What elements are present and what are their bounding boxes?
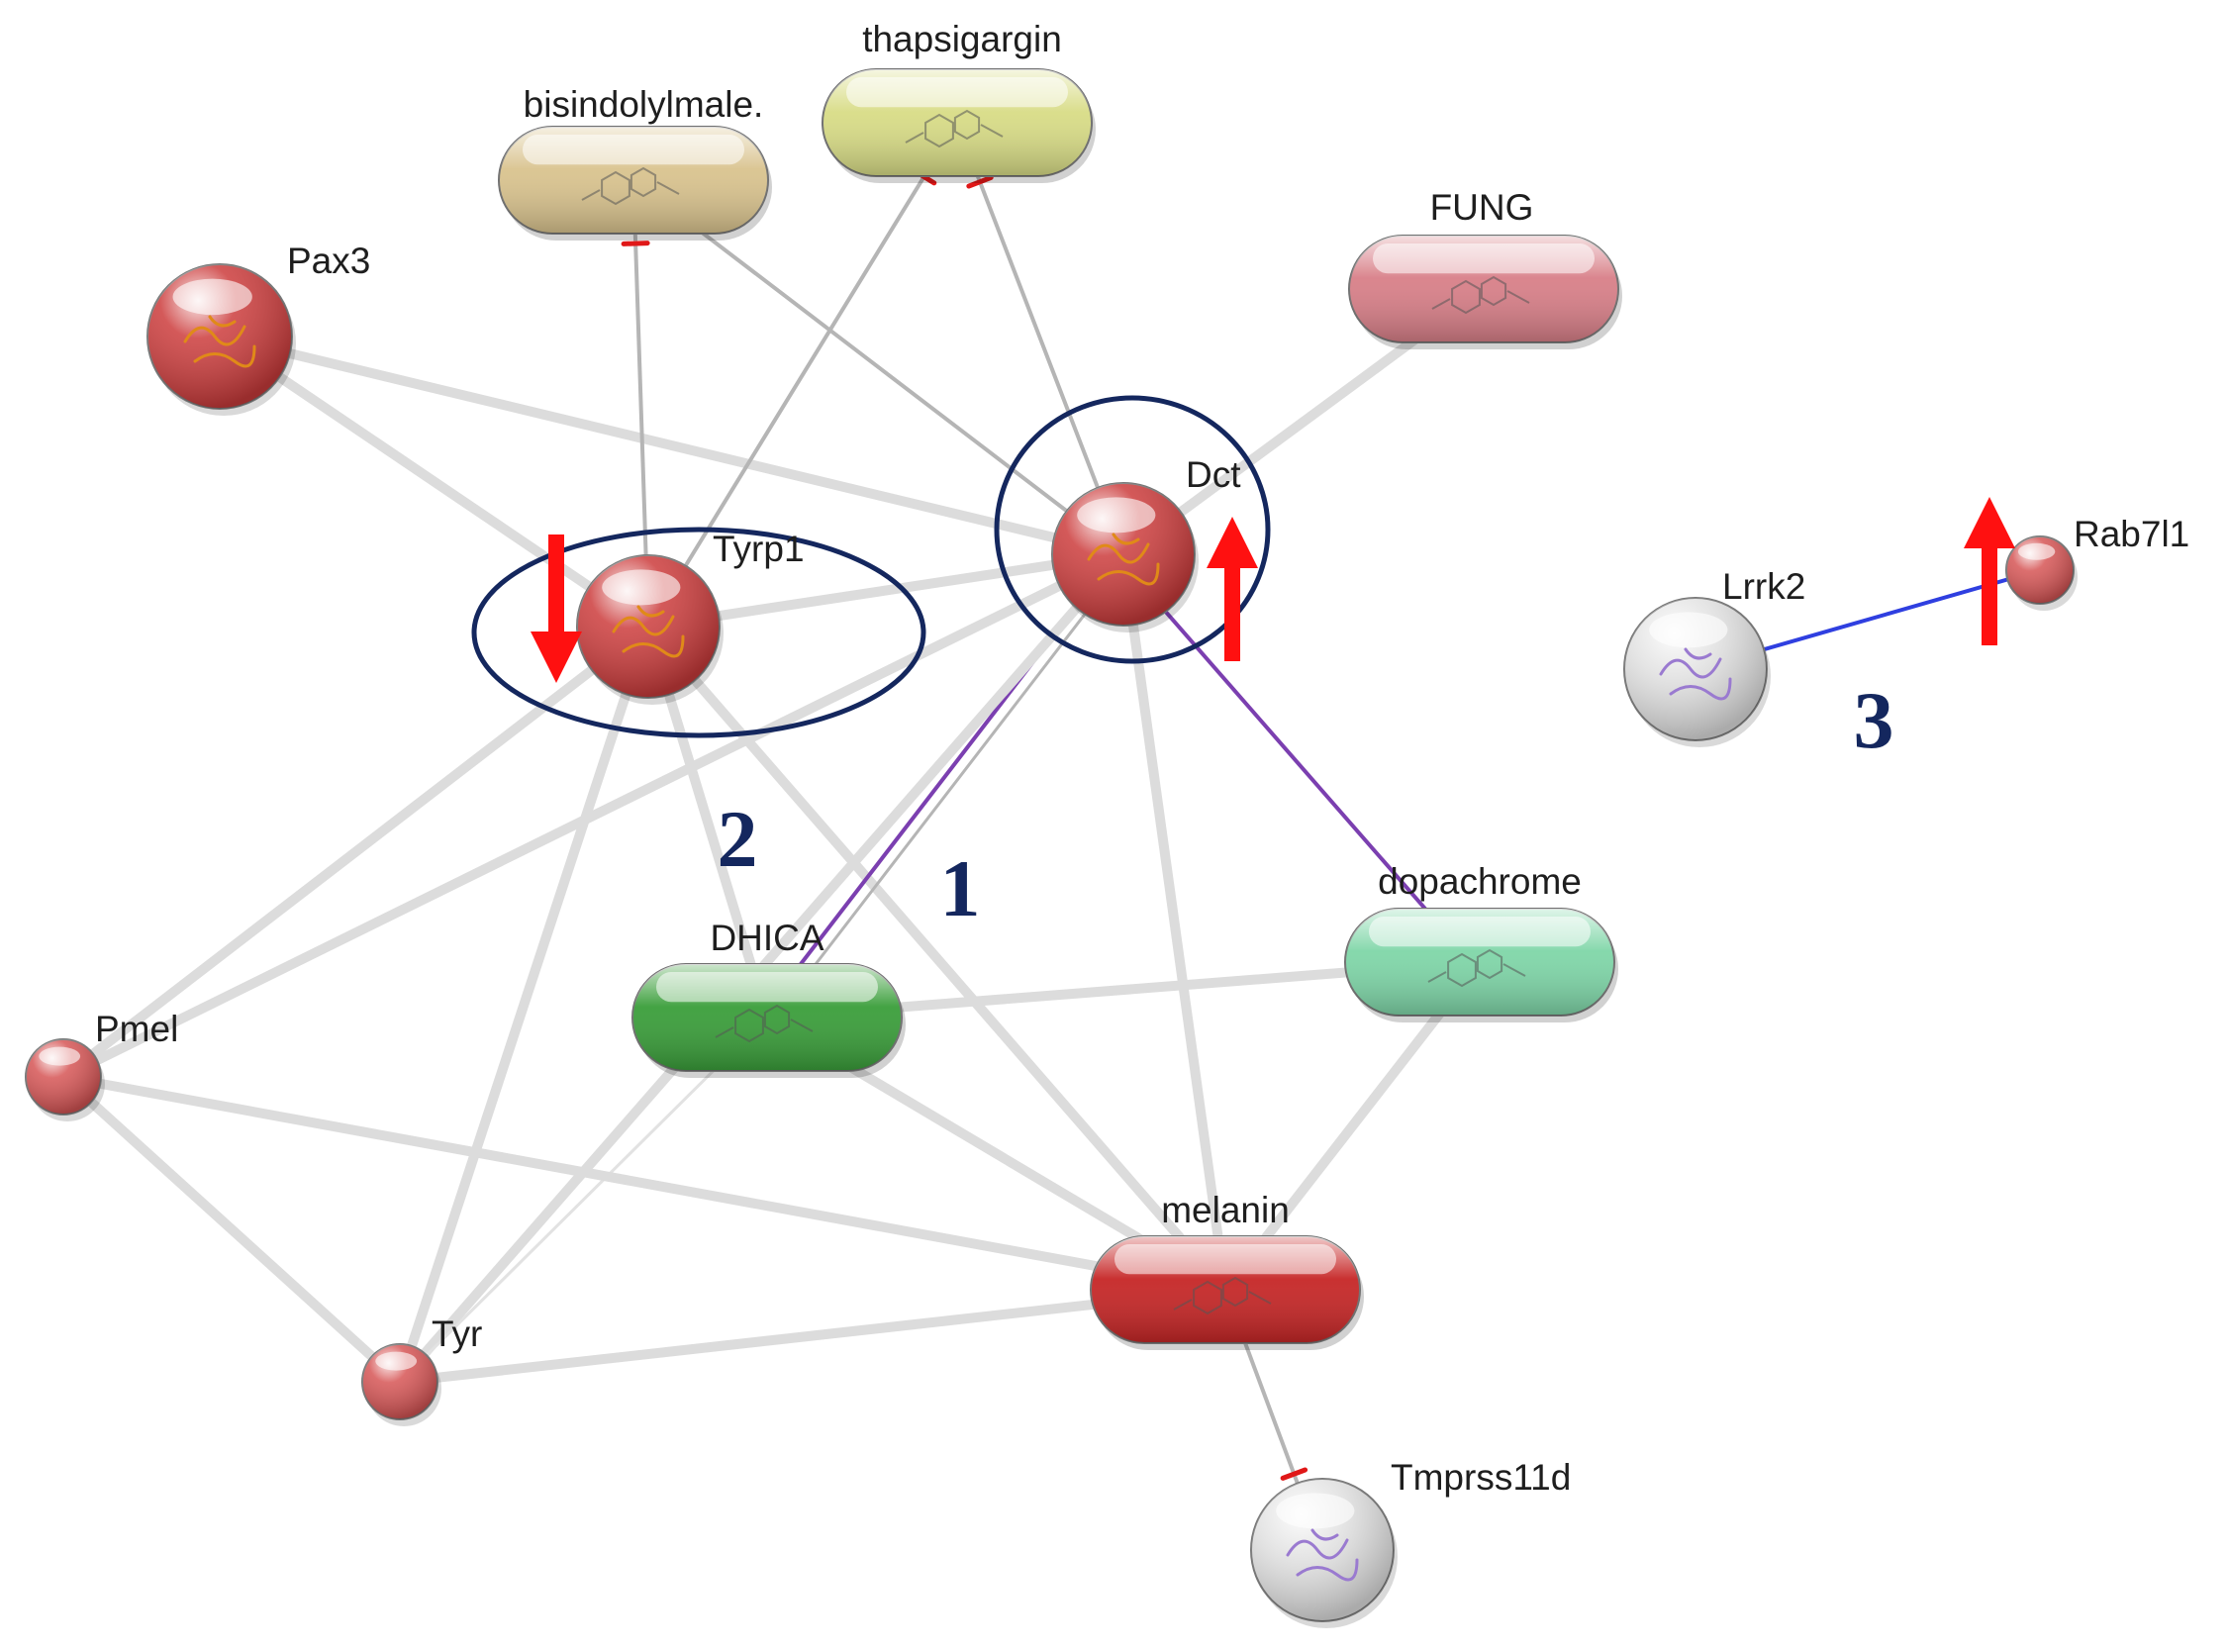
node-rab7l1[interactable]: Rab7l1	[2005, 514, 2189, 611]
cluster-label-2: 2	[718, 794, 758, 884]
node-label-tyr: Tyr	[432, 1313, 482, 1354]
edge-tyr-melanin	[395, 1285, 1230, 1387]
node-tmprss11d[interactable]: Tmprss11d	[1250, 1457, 1571, 1628]
node-tyrp1[interactable]: Tyrp1	[576, 529, 805, 705]
up-arrow-icon-rab7l1	[1964, 497, 2015, 645]
node-label-dct: Dct	[1186, 454, 1241, 495]
edge-pax3-dct	[215, 332, 1128, 559]
edge-dct-pmel	[58, 549, 1128, 1082]
node-lrrk2[interactable]: Lrrk2	[1623, 566, 1805, 747]
highlight-ellipse-dct	[994, 395, 1271, 664]
inhibition-bar	[621, 241, 650, 246]
arrows-layer	[531, 497, 2015, 683]
node-label-lrrk2: Lrrk2	[1722, 566, 1805, 607]
edge-dopachrome-melanin	[1220, 957, 1485, 1295]
edge-dct-dopachrome	[1116, 555, 1478, 968]
node-pmel[interactable]: Pmel	[25, 1009, 178, 1121]
node-label-pax3: Pax3	[287, 241, 370, 281]
molecule-structure-icon	[715, 1004, 814, 1043]
node-fung[interactable]: FUNG	[1348, 187, 1622, 349]
down-arrow-icon-tyrp1	[531, 534, 582, 683]
edge-pax3-tyrp1	[215, 332, 653, 632]
node-label-tyrp1: Tyrp1	[713, 529, 805, 569]
inhibition-bar	[1280, 1467, 1308, 1481]
node-dopachrome[interactable]: dopachrome	[1344, 861, 1618, 1022]
node-label-thapsigargin: thapsigargin	[862, 19, 1062, 59]
edges-layer	[58, 121, 2042, 1552]
edge-tyrp1-melanin	[643, 622, 1230, 1295]
protein-structure-icon	[612, 605, 685, 658]
highlight-ellipse-tyrp1	[471, 527, 926, 738]
protein-structure-icon	[183, 315, 256, 368]
edge-tyrp1-pmel	[58, 622, 653, 1082]
node-bisindolylmale[interactable]: bisindolylmale.	[498, 84, 772, 241]
node-label-dopachrome: dopachrome	[1378, 861, 1582, 902]
molecule-structure-icon	[905, 109, 1004, 148]
edge-dct-melanin	[1118, 549, 1230, 1295]
edge-pmel-tyr	[58, 1072, 405, 1387]
molecule-structure-icon	[1427, 948, 1526, 988]
molecule-structure-icon	[581, 166, 680, 206]
node-label-fung: FUNG	[1430, 187, 1534, 228]
protein-structure-icon	[1659, 647, 1732, 701]
edge-dct-thapsigargin	[955, 121, 1125, 556]
molecule-structure-icon	[1173, 1276, 1272, 1315]
edge-pmel-melanin	[58, 1072, 1230, 1295]
node-dhica[interactable]: DHICA	[631, 918, 906, 1078]
protein-structure-icon	[1087, 533, 1160, 586]
inhibition-bar	[966, 174, 994, 189]
node-label-melanin: melanin	[1161, 1190, 1290, 1230]
edge-tyrp1-bisindolylmale	[621, 178, 650, 629]
molecule-structure-icon	[1431, 275, 1530, 315]
edge-dhica-tyr	[398, 1016, 769, 1384]
up-arrow-icon-dct	[1207, 517, 1258, 661]
node-label-pmel: Pmel	[95, 1009, 178, 1049]
protein-structure-icon	[1286, 1528, 1359, 1582]
node-pax3[interactable]: Pax3	[146, 241, 370, 416]
node-label-tmprss11d: Tmprss11d	[1391, 1457, 1571, 1498]
node-label-dhica: DHICA	[710, 918, 823, 958]
node-dct[interactable]: Dct	[1051, 454, 1241, 632]
cluster-label-3: 3	[1854, 675, 1894, 765]
node-tyr[interactable]: Tyr	[361, 1313, 482, 1426]
node-label-rab7l1: Rab7l1	[2074, 514, 2189, 554]
edge-tyrp1-tyr	[395, 622, 653, 1387]
cluster-label-1: 1	[940, 843, 981, 933]
node-thapsigargin[interactable]: thapsigargin	[822, 19, 1096, 183]
node-label-bisindolylmale: bisindolylmale.	[524, 84, 764, 125]
edge-tyrp1-dct	[643, 549, 1128, 632]
node-melanin[interactable]: melanin	[1090, 1190, 1364, 1350]
